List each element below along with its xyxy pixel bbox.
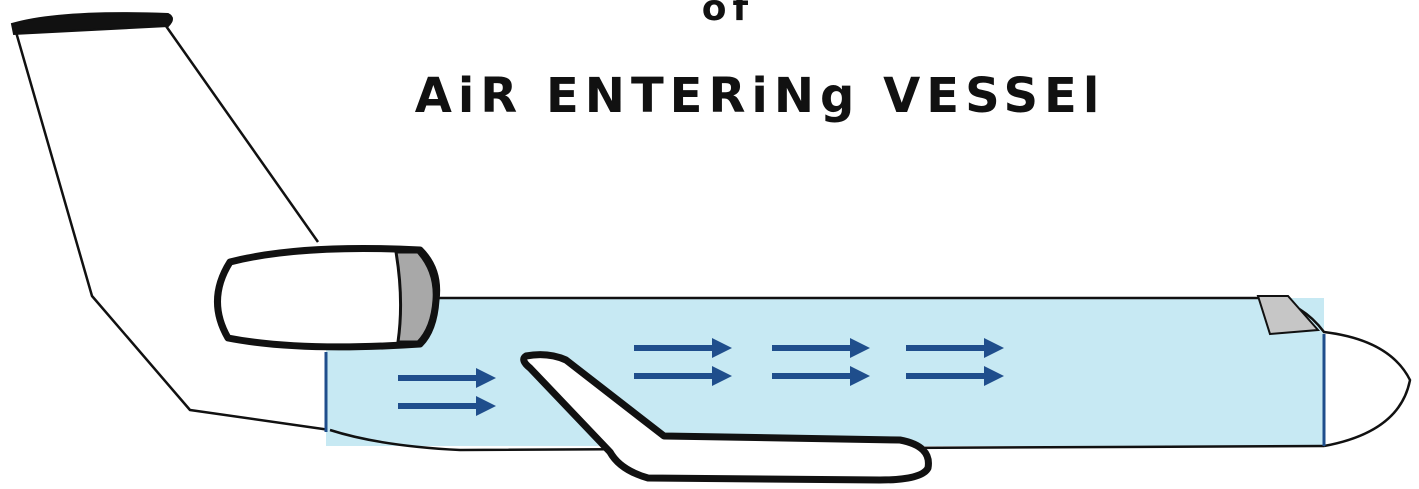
title-fragment-of: of: [702, 0, 754, 29]
engine-intake-band: [396, 252, 434, 342]
cabin-air-fill: [326, 298, 1324, 446]
fuselage: [326, 296, 1410, 450]
tail-cap: [12, 13, 172, 34]
diagram-title: AiR ENTERiNg VESSEl: [415, 68, 1106, 124]
engine: [217, 249, 436, 347]
tail-fin: [12, 13, 330, 430]
